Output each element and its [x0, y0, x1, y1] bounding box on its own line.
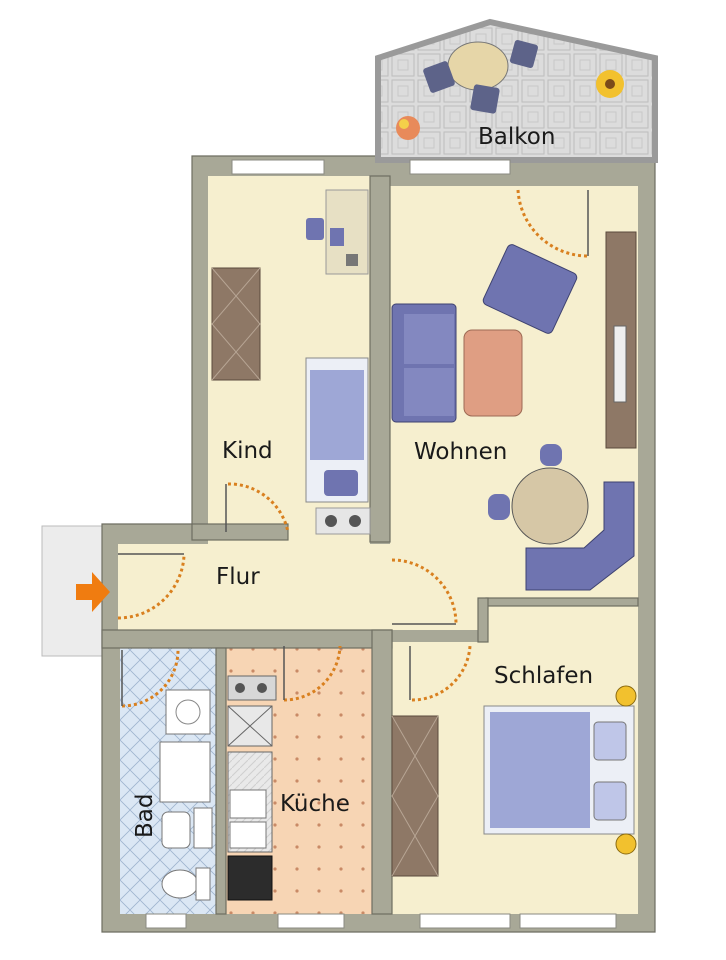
window-kueche [277, 913, 345, 929]
room-label-balkon: Balkon [478, 124, 555, 150]
window-bad [145, 913, 187, 929]
room-label-bad: Bad [132, 794, 158, 838]
room-label-kueche: Küche [280, 791, 350, 817]
balcony-furniture [396, 39, 624, 140]
window-kind [231, 159, 325, 175]
wall-kind-flur [191, 523, 289, 541]
doors [117, 189, 589, 708]
bad-fixtures [159, 689, 213, 901]
wohnen-furniture [391, 231, 637, 591]
window-schlafen-1 [419, 913, 511, 929]
schlafen-furniture [391, 685, 637, 877]
room-label-wohnen: Wohnen [414, 439, 507, 465]
wall-bad-kueche [215, 647, 227, 915]
wall-schlafen-step [477, 597, 489, 643]
flur-floor [118, 532, 486, 630]
window-schlafen-2 [519, 913, 617, 929]
entrance-arrow-icon [76, 572, 110, 612]
wall-flur-bottom [101, 629, 393, 649]
room-label-flur: Flur [216, 564, 260, 590]
wall-kueche-schlafen [371, 629, 393, 915]
room-label-kind: Kind [222, 438, 273, 464]
room-label-schlafen: Schlafen [494, 663, 593, 689]
window-wohnen [409, 159, 511, 175]
balkon-floor [375, 18, 658, 163]
wall-wohnen-schlafen [485, 597, 639, 607]
kueche-fixtures [227, 675, 277, 901]
kind-furniture [211, 189, 371, 535]
wall-kind-wohnen [369, 175, 391, 543]
